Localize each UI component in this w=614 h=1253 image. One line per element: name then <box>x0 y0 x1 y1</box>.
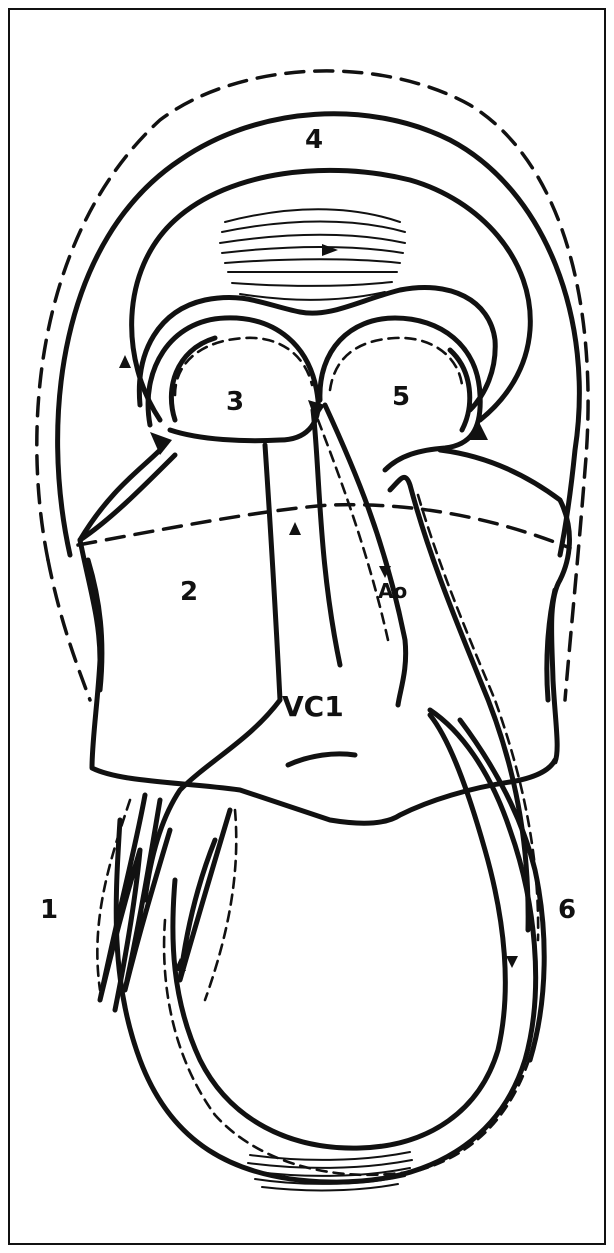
ao-vessel-right <box>390 477 528 930</box>
vessel-center-left <box>313 410 340 665</box>
vc1-short-line <box>288 754 355 765</box>
lower-loop-dashed <box>164 920 540 1175</box>
label-vc1: VC1 <box>282 690 344 723</box>
label-region-5: 5 <box>392 382 410 412</box>
chamber-4-striations <box>220 209 405 300</box>
label-region-4: 4 <box>305 125 323 155</box>
lower-loop-inner <box>173 715 505 1148</box>
chamber-2-top-left <box>80 455 175 540</box>
outer-dashed-outline-left <box>48 560 90 700</box>
label-region-3: 3 <box>226 387 244 417</box>
label-region-1: 1 <box>40 895 58 925</box>
label-ao: Ao <box>378 579 407 603</box>
lower-loop-striations <box>248 1152 412 1190</box>
region-1-zigzag-outer <box>100 795 145 1010</box>
label-region-2: 2 <box>180 577 198 607</box>
striation-arrow <box>322 244 338 256</box>
region-1-right-loop <box>180 810 230 980</box>
label-region-6: 6 <box>558 895 576 925</box>
lower-loop-outer <box>116 710 535 1182</box>
